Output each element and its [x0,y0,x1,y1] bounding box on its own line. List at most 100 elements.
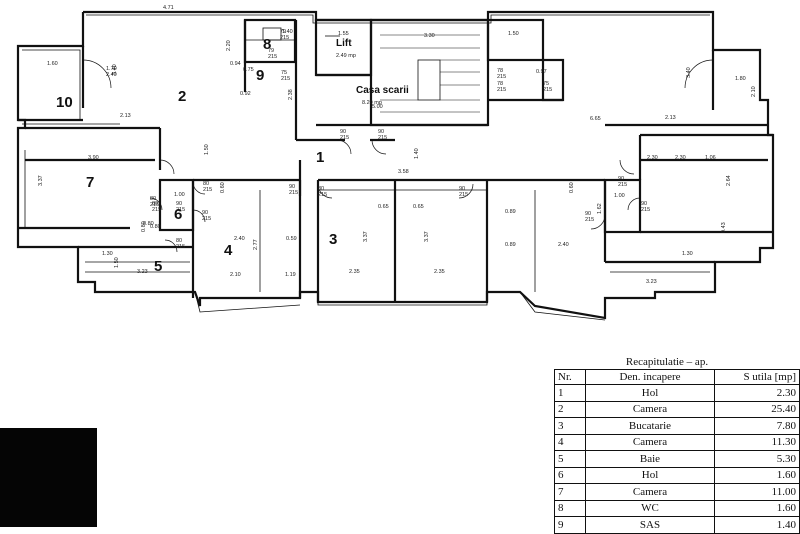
dimension-label: 0.97 [536,69,547,75]
room-number-6: 6 [174,206,182,223]
legend-nr: 8 [554,499,586,517]
dimension-label: 1.50 [114,257,120,268]
legend-title: Recapitulatie – ap. [625,356,709,368]
header-nr: Nr. [554,369,586,385]
legend-nr: 6 [554,466,586,484]
dimension-label: 3.37 [363,231,369,242]
legend-nr: 7 [554,483,586,501]
dimension-label: 0.80 [143,221,154,227]
room-summary-legend: Recapitulatie – ap. Nr. Den. incapere S … [554,355,800,534]
room-number-5: 5 [154,258,162,275]
dimension-label: 0.75 [243,67,254,73]
lift-area: 2.49 mp [336,53,356,59]
dimension-label: 0.94 [230,61,241,67]
dimension-label: 2.30 [675,155,686,161]
lift-label: Lift [336,38,352,49]
dimension-label: 3.90 [88,155,99,161]
legend-nr: 1 [554,384,586,402]
dimension-label: 1.00 [174,192,185,198]
dimension-label: 1.50 [508,31,519,37]
dimension-label: 2.35 [434,269,445,275]
dimension-label: 2.10 [230,272,241,278]
dimension-label: 3.37 [38,175,44,186]
stair-labels: Lift 2.49 mp Casa scarii 8.20 mp [336,38,409,106]
legend-den: WC [585,499,715,517]
dimension-label: 5.00 [372,104,383,110]
room-number-2: 2 [178,88,186,105]
legend-s: 11.30 [714,433,800,451]
dimension-label: 2.40 [234,236,245,242]
dimension-label: 0.59 [286,236,297,242]
legend-s: 5.30 [714,450,800,468]
legend-nr: 5 [554,450,586,468]
dimension-label: 0.92 [240,91,251,97]
dimension-label: 2.20 [226,40,232,51]
legend-nr: 2 [554,400,586,418]
legend-nr: 3 [554,417,586,435]
room-number-1: 1 [316,149,324,166]
room-number-4: 4 [224,242,233,259]
casa-scarii-area: 8.20 mp [362,100,382,106]
legend-s: 1.60 [714,499,800,517]
dimension-label: 3.58 [398,169,409,175]
dimension-label: 2.38 [288,89,294,100]
legend-den: Camera [585,433,715,451]
legend-s: 25.40 [714,400,800,418]
scan-margin-shadow [0,428,97,527]
legend-s: 2.30 [714,384,800,402]
room-number-7: 7 [86,174,94,191]
legend-s: 1.60 [714,466,800,484]
dimension-label: 0.60 [569,182,575,193]
dimension-label: 6.65 [590,116,601,122]
dimension-label: 1.30 [102,251,113,257]
dimension-label: 0.43 [721,222,727,233]
dimension-label: 0.89 [505,242,516,248]
room-number-8: 8 [263,36,271,53]
legend-den: Hol [585,384,715,402]
casa-scarii-label: Casa scarii [356,85,409,96]
dimension-label: 1.00 [614,193,625,199]
dimension-label: 1.55 [338,31,349,37]
dimension-label: 1.70 [106,66,117,72]
dimension-label: 3.30 [424,33,435,39]
dimension-label: 0.65 [378,204,389,210]
dimension-label: 2.13 [120,113,131,119]
dimension-label: 1.19 [285,272,296,278]
dimension-label: 3.23 [646,279,657,285]
dimension-label: 2.40 [558,242,569,248]
dimension-label: 2.77 [253,239,259,250]
dimension-label: 1.30 [682,251,693,257]
legend-den: Camera [585,483,715,501]
dimension-label: 2.13 [665,115,676,121]
outer-walls [16,10,775,320]
dimension-label: 0.80 [150,224,161,230]
legend-s: 1.40 [714,516,800,534]
dimension-label: 0.89 [505,209,516,215]
dimension-label: 0.80 [141,221,147,232]
dimension-label: 3.40 [686,67,692,78]
legend-den: Bucatarie [585,417,715,435]
interior-walls [18,18,773,321]
dimension-label: 2.30 [647,155,658,161]
legend-den: Camera [585,400,715,418]
